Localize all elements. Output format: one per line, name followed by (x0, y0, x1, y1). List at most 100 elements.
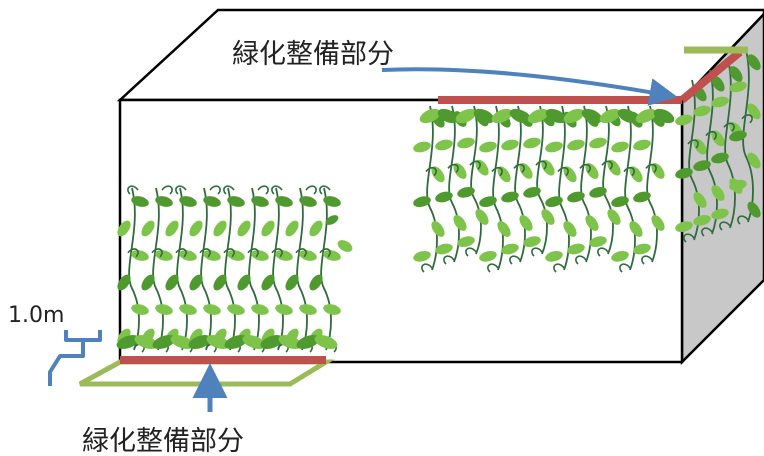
leaf (653, 108, 675, 124)
leaf (314, 335, 338, 349)
tendril (705, 130, 717, 141)
leaf (299, 250, 317, 261)
tendril (701, 227, 713, 237)
leaf (711, 208, 729, 220)
leaf (179, 304, 197, 315)
tendril (513, 163, 525, 173)
leaf (633, 243, 651, 255)
leaf (337, 240, 353, 252)
vine-stem (470, 105, 482, 255)
leaf (519, 163, 533, 179)
vine-stem (200, 187, 212, 351)
tendril (687, 139, 699, 149)
tendril (161, 185, 173, 195)
leaf (491, 108, 513, 124)
leaf (629, 221, 643, 237)
vine-stem (128, 187, 140, 351)
leaf (413, 196, 431, 208)
vine-stem (296, 187, 308, 351)
leaf (585, 215, 599, 231)
leaf (729, 179, 747, 191)
tendril (127, 248, 139, 258)
leaf (541, 209, 555, 225)
leaf (479, 196, 497, 208)
leaf (224, 335, 248, 349)
leaf (251, 304, 269, 315)
leaf (188, 335, 212, 349)
leaf (635, 108, 657, 124)
leaf (309, 274, 323, 291)
tendril (491, 166, 503, 177)
tendril (579, 163, 591, 173)
leaf (747, 152, 761, 169)
leaf (213, 220, 227, 237)
leaf (711, 96, 729, 108)
leaf (475, 209, 489, 225)
tendril (623, 166, 635, 177)
tendril (737, 215, 749, 225)
leaf (457, 137, 475, 149)
ground-greening-strip (78, 359, 335, 387)
tendril (443, 255, 455, 265)
leaf (611, 196, 629, 208)
tendril (741, 114, 753, 124)
leaf (617, 108, 639, 124)
leaf (501, 139, 519, 151)
leaf (242, 335, 266, 349)
leaf (131, 250, 149, 261)
leaf (693, 105, 711, 117)
leaf (260, 335, 284, 349)
tendril (175, 185, 187, 195)
leaf (479, 250, 497, 262)
tendril (223, 185, 235, 195)
leaf (275, 250, 293, 261)
vine-stem (602, 105, 614, 255)
bottom-callout-label: 緑化整備部分 (82, 426, 244, 456)
tendril (223, 248, 235, 258)
leaf (567, 243, 585, 255)
leaf (457, 186, 475, 198)
vine-wall-right (413, 105, 675, 273)
tendril (719, 221, 731, 231)
leaf (747, 54, 761, 71)
leaf (323, 196, 341, 207)
tendril (425, 166, 437, 177)
leaf (141, 274, 155, 291)
tendril (151, 248, 163, 258)
leaf (611, 250, 629, 262)
leaf (497, 221, 511, 237)
building-top-face (116, 8, 764, 102)
dimension-label: 1.0m (8, 303, 64, 328)
vine-stem (646, 105, 658, 263)
leaf (629, 166, 643, 183)
leaf (117, 274, 131, 291)
leaf (747, 103, 761, 120)
leaf (296, 335, 320, 349)
leaf (285, 274, 299, 291)
vine-stem (724, 59, 736, 229)
leaf (509, 108, 531, 124)
leaf (116, 335, 140, 349)
leaf (589, 186, 607, 198)
tendril (575, 255, 587, 265)
tendril (319, 185, 331, 195)
leaf (475, 159, 489, 176)
tendril (127, 185, 139, 195)
vine-wall-side (675, 49, 761, 243)
leaf (134, 335, 158, 349)
tendril (305, 185, 317, 195)
leaf (651, 215, 665, 231)
leaf (251, 196, 269, 207)
leaf (693, 214, 711, 226)
tendril (247, 248, 259, 258)
dimension-bracket (48, 330, 102, 386)
leaf (545, 108, 567, 124)
leaf (747, 201, 761, 218)
vine-stem (536, 105, 548, 255)
leaf (497, 166, 511, 183)
leaf (437, 108, 459, 124)
leaf (563, 166, 577, 183)
tendril (421, 263, 433, 273)
leaf (141, 220, 155, 237)
